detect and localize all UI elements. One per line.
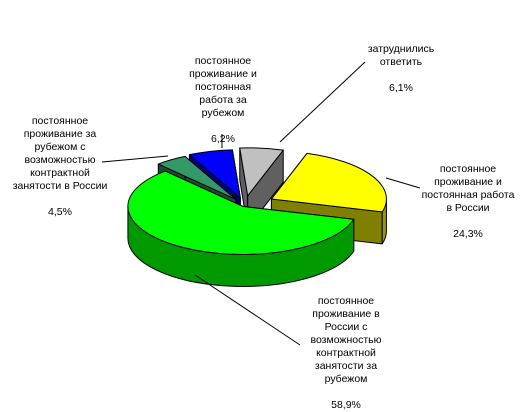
- label-abroad-contract-russia-value: 4,5%: [48, 206, 72, 218]
- label-russia-contract-abroad-value: 58,9%: [331, 399, 361, 411]
- leader-line-undecided: [279, 61, 366, 143]
- label-undecided-value: 6,1%: [389, 82, 413, 94]
- leader-line-russia-contract-abroad: [194, 274, 301, 346]
- label-russia-contract-abroad-text: постоянное проживание в России с возможн…: [310, 295, 382, 385]
- pie-slice-abroad-work-top: [188, 149, 241, 199]
- label-abroad-work: постоянное проживание и постоянная работ…: [178, 42, 268, 146]
- label-abroad-contract-russia-text: постоянное проживание за рубежом с возмо…: [12, 115, 108, 192]
- label-russia-contract-abroad: постоянное проживание в России с возможн…: [296, 282, 396, 412]
- pie-slice-russia-contract-abroad-top: [127, 170, 355, 255]
- label-russia-work-text: постоянное проживание и постоянная работ…: [421, 163, 515, 214]
- label-abroad-contract-russia: постоянное проживание за рубежом с возмо…: [10, 102, 110, 219]
- pie-slice-undecided-top: [239, 147, 284, 197]
- label-russia-work: постоянное проживание и постоянная работ…: [420, 150, 516, 241]
- label-undecided-text: затруднились ответить: [367, 43, 435, 68]
- label-abroad-work-text: постоянное проживание и постоянная работ…: [189, 55, 257, 119]
- leader-line-russia-work: [385, 177, 421, 189]
- pie-slice-russia-contract-abroad: [127, 170, 355, 287]
- leader-line-abroad-contract-russia: [101, 155, 169, 163]
- pie-slice-abroad-contract-russia-top: [157, 155, 237, 200]
- pie-slice-russia-work-top: [270, 152, 387, 213]
- label-undecided: затруднились ответить 6,1%: [358, 30, 444, 95]
- label-russia-work-value: 24,3%: [453, 228, 483, 240]
- label-abroad-work-value: 6,2%: [211, 133, 235, 145]
